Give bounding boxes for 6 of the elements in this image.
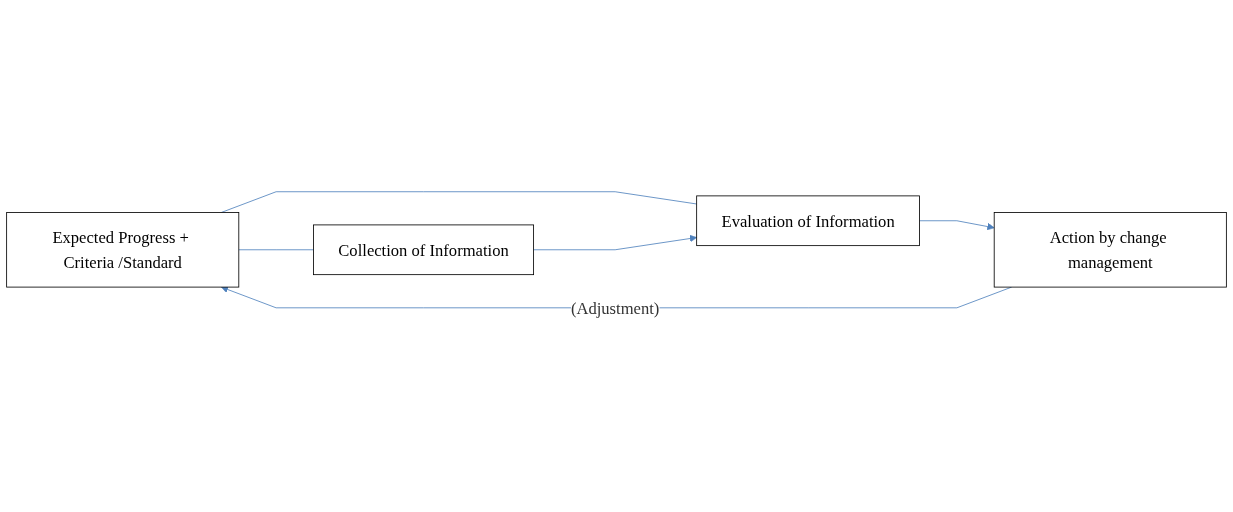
node-box: Collection of Information [313,224,534,276]
node-box: Evaluation of Information [696,195,920,247]
node-box: Expected Progress + Criteria /Standard [6,212,240,288]
node-box: Action by change management [993,212,1227,288]
connector [238,249,314,251]
edge-label: (Adjustment) [570,298,660,317]
